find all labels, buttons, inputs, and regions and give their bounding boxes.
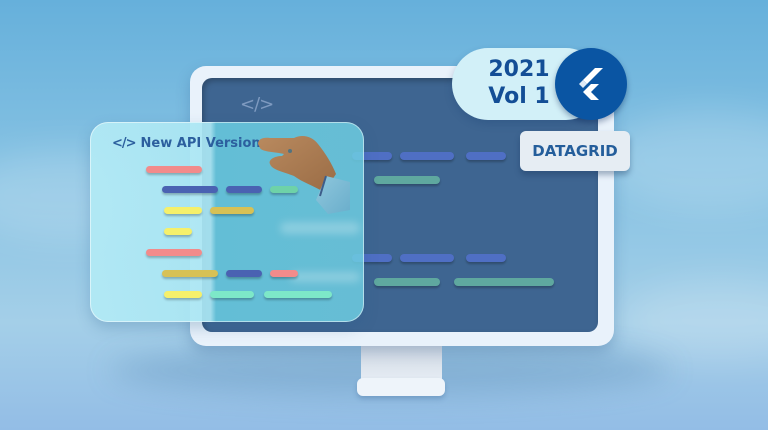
pointing-hand-icon [258,136,350,214]
code-line-bar [400,152,454,160]
code-line-bar [146,166,202,173]
code-line-bar [210,291,254,298]
release-volume: Vol 1 [488,84,550,109]
code-line-bar [374,176,440,184]
flutter-logo-badge [555,48,627,120]
flutter-logo-icon [579,68,603,100]
code-line-bar [146,249,202,256]
code-line-bar [270,270,298,277]
code-line-bar [352,152,392,160]
code-line-bar [164,207,202,214]
code-line-bar [162,270,218,277]
code-line-bar [466,152,506,160]
code-icon: </> [112,136,137,151]
code-line-bar [226,270,262,277]
code-line-bar [466,254,506,262]
code-line-bar [374,278,440,286]
code-line-bar [270,186,298,193]
code-line-bar [454,278,554,286]
datagrid-tag: DATAGRID [520,131,630,171]
monitor-stand-base [357,378,445,396]
code-line-bar [210,207,254,214]
release-year: 2021 [488,57,550,82]
background-cloud [620,280,768,360]
code-line-bar [162,186,218,193]
code-line-bar [164,228,192,235]
code-line-bar [226,186,262,193]
blur-streak [280,222,360,234]
code-line-bar [400,254,454,262]
code-line-bar [164,291,202,298]
version-label: 2021 Vol 1 [484,56,554,110]
panel-title-text: New API Version [140,136,261,151]
code-line-bar [264,291,332,298]
code-icon: </> [240,94,274,115]
blur-streak [290,272,360,282]
panel-title: </>New API Version [112,136,261,151]
code-line-bar [352,254,392,262]
